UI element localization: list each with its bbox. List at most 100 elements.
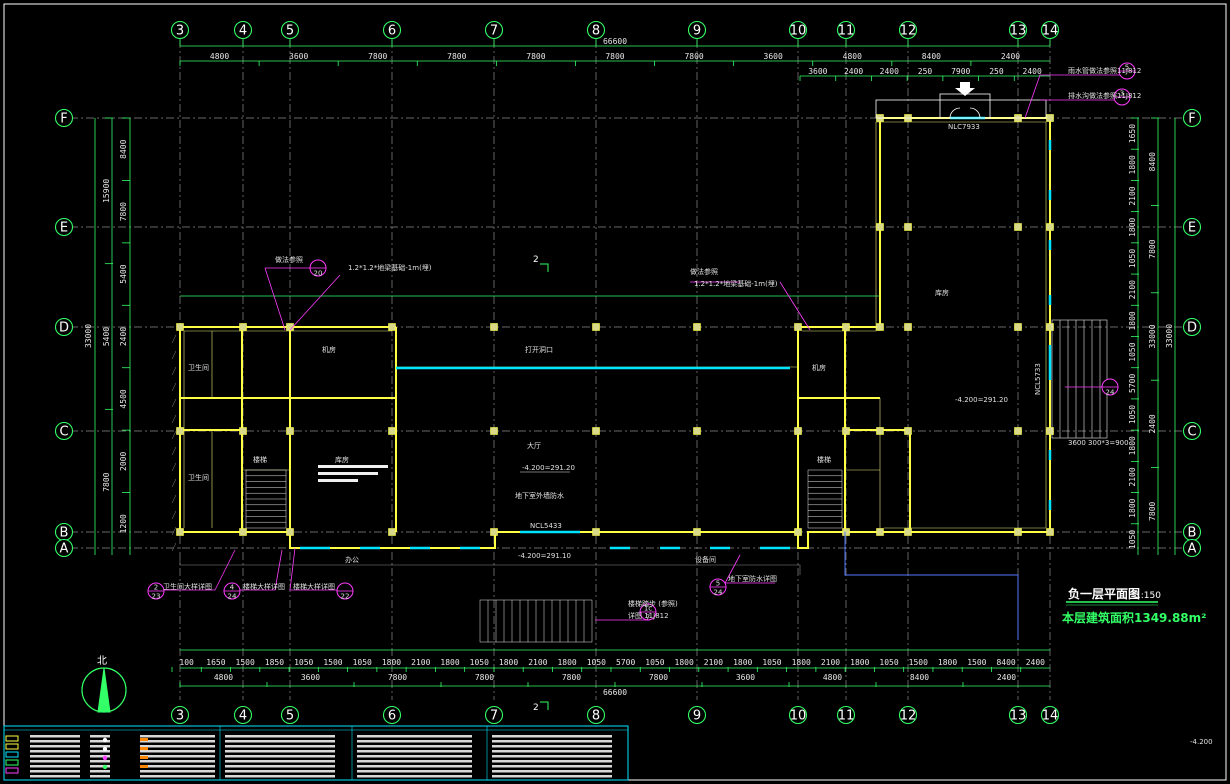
bottom-dim-16: 1050	[645, 658, 664, 667]
legend-row-d-0	[225, 735, 335, 738]
axis-right-A-circle	[1182, 538, 1202, 558]
column-23	[794, 528, 802, 536]
right-dim-11: 2100	[1128, 467, 1137, 486]
bottom-dim-3: 1850	[265, 658, 284, 667]
axis-bottom-3-circle	[170, 705, 190, 725]
right-dim-3: 1800	[1128, 217, 1137, 236]
column-3	[239, 323, 247, 331]
bottom-dim-20: 1050	[762, 658, 781, 667]
axis-right-C-circle	[1182, 421, 1202, 441]
top-dim-10: 2400	[1001, 52, 1020, 61]
column-20	[693, 528, 701, 536]
column-19	[693, 427, 701, 435]
bottom-dim-9: 1800	[440, 658, 459, 667]
callout-7-bottom: 7	[646, 614, 650, 622]
column-29	[876, 323, 884, 331]
legend-row-d-3	[225, 750, 335, 753]
bottom-total-dim: 66600	[603, 688, 627, 697]
column-45	[1046, 427, 1054, 435]
bottom-dim2-3: 7800	[475, 673, 494, 682]
axis-top-5-label: 5	[286, 24, 294, 39]
legend-row-e-0	[357, 735, 472, 738]
bottom-dim2-1: 3600	[301, 673, 320, 682]
bottom-dim-8: 2100	[411, 658, 430, 667]
note-top-center: 1.2*1.2*地梁基础-1m(埋)	[694, 279, 778, 288]
elevation-right: -4.200=291.20	[955, 396, 1008, 404]
column-1	[176, 427, 184, 435]
axis-top-8-circle	[586, 20, 606, 40]
hatch-12	[171, 526, 177, 536]
callout-bottom-4: 地下室防水详图	[728, 574, 777, 583]
legend-orange-0	[140, 738, 148, 741]
axis-right-B-label: B	[1188, 526, 1197, 541]
column-18	[693, 323, 701, 331]
right-dim-5: 2100	[1128, 280, 1137, 299]
right-dim-10: 1800	[1128, 436, 1137, 455]
legend-dot-0	[102, 737, 108, 743]
legend-row-a-8	[30, 775, 80, 778]
hall-label: 大厅	[527, 441, 541, 450]
callout-23-bottom: 23	[152, 593, 161, 601]
callout-5top-top: 5	[1125, 64, 1129, 72]
hatch-5	[171, 414, 177, 424]
callout-24a-bottom: 24	[228, 593, 237, 601]
axis-top-6-label: 6	[388, 24, 396, 39]
axis-left-D-circle	[54, 317, 74, 337]
right-ramp	[1051, 319, 1108, 439]
axis-top-3-circle	[170, 20, 190, 40]
legend-row-f-1	[492, 740, 612, 743]
axis-bottom-13-label: 13	[1010, 709, 1027, 724]
top-dim-7: 3600	[764, 52, 783, 61]
left-dim-3: 2400	[119, 327, 128, 346]
axis-top-10-circle	[788, 20, 808, 40]
door-right-note: 3600 300*3=900	[1068, 439, 1129, 447]
hatch-11	[171, 510, 177, 520]
bottom-dim-1: 1650	[206, 658, 225, 667]
annotations: 打开洞口 大厅 -4.200=291.20 地下室外墙防水 NCL5433 -4…	[163, 66, 1213, 746]
right-dim2-3: 2400	[1148, 414, 1157, 433]
bottom-dim2-2: 7800	[388, 673, 407, 682]
window-ncl-label: NCL5433	[530, 522, 562, 530]
axis-top-7-circle	[484, 20, 504, 40]
hatch-1	[171, 350, 177, 360]
bottom-dim-11: 1800	[499, 658, 518, 667]
legend-row-c-6	[140, 765, 215, 768]
column-0	[176, 323, 184, 331]
room-label-4: 机房	[322, 345, 336, 354]
legend-orange-2	[140, 756, 148, 759]
section-marks: 2 2	[533, 255, 549, 713]
top-dim-4: 7800	[526, 52, 545, 61]
section-mark-2-bottom: 2	[533, 703, 539, 713]
legend-row-a-5	[30, 760, 80, 763]
callout-24b-top: 5	[716, 580, 720, 588]
legend-row-b-8	[90, 775, 110, 778]
axis-right-A-label: A	[1188, 542, 1197, 557]
column-4	[239, 427, 247, 435]
legend-row-b-3	[90, 750, 110, 753]
legend-row-c-1	[140, 740, 215, 743]
axis-bottom-4-circle	[233, 705, 253, 725]
column-34	[904, 323, 912, 331]
axis-top-6-circle	[382, 20, 402, 40]
bottom-dim-13: 1800	[557, 658, 576, 667]
atrium-label: 打开洞口	[525, 345, 553, 354]
callout-right-2: 排水沟做法参照11J812	[1068, 91, 1141, 100]
legend-row-e-7	[357, 770, 472, 773]
column-11	[388, 528, 396, 536]
top-dim2-2: 2400	[880, 67, 899, 76]
legend-row-b-2	[90, 745, 110, 748]
axis-bottom-13-circle	[1008, 705, 1028, 725]
callout-24c-bottom: 24	[1106, 389, 1115, 397]
legend-row-f-6	[492, 765, 612, 768]
bottom-dim-15: 5700	[616, 658, 635, 667]
bottom-dim-24: 1050	[879, 658, 898, 667]
axis-bottom-6-label: 6	[388, 709, 396, 724]
axis-top-5-circle	[280, 20, 300, 40]
axis-top-9-label: 9	[693, 24, 701, 39]
axis-top-10-label: 10	[790, 24, 807, 39]
legend-row-f-5	[492, 760, 612, 763]
hatch-3	[171, 382, 177, 392]
right-dim-0: 1650	[1128, 124, 1137, 143]
axis-left-C-circle	[54, 421, 74, 441]
